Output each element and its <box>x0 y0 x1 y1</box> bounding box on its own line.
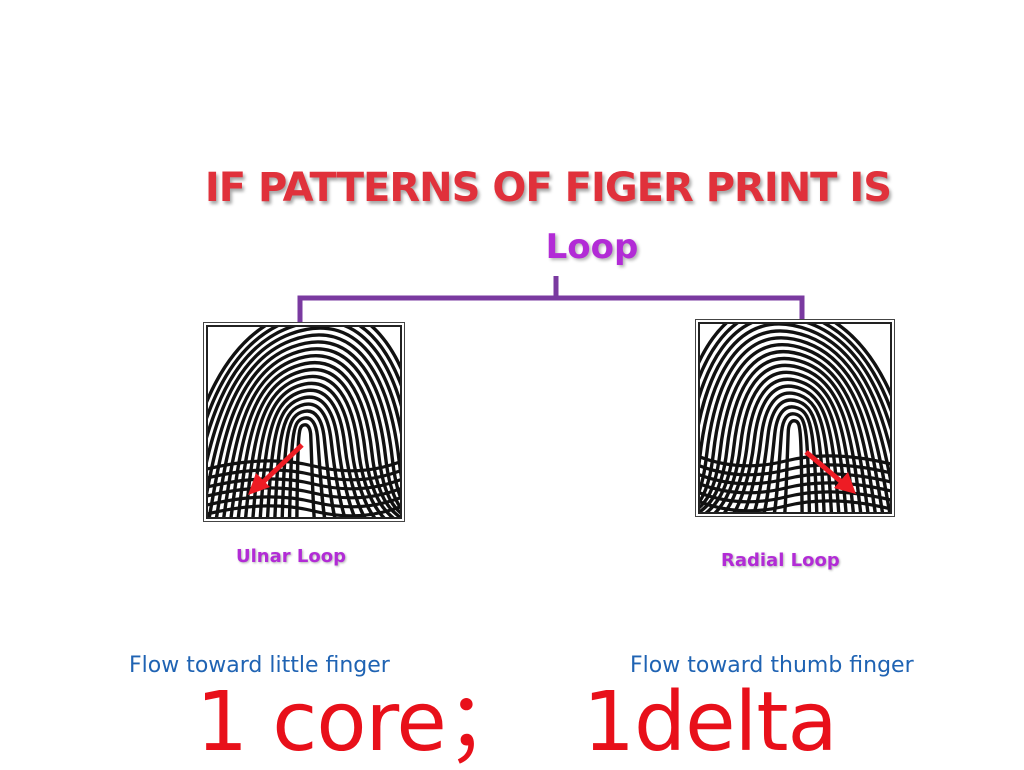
ridge-line <box>208 340 400 517</box>
ridge-line <box>287 416 327 517</box>
ridge-line <box>700 490 890 504</box>
fingerprint-icon <box>208 327 400 517</box>
ridge-line <box>700 356 870 512</box>
ridge-line <box>208 495 400 509</box>
ulnar-loop-label: Ulnar Loop <box>236 546 346 567</box>
flow-left-text: Flow toward little finger <box>129 653 390 678</box>
ridge-line <box>783 419 804 512</box>
ridge-line <box>280 409 337 517</box>
ridge-line <box>208 327 400 404</box>
ridge-line <box>208 327 400 463</box>
radial-loop-label: Radial Loop <box>721 550 840 571</box>
ridge-line <box>273 402 347 517</box>
core-delta-text: 1 core；1delta <box>196 682 838 764</box>
ridge-line <box>722 377 848 512</box>
flow-right-text: Flow toward thumb finger <box>630 653 914 678</box>
ridge-line <box>700 499 890 512</box>
ridge-line <box>208 327 400 420</box>
fingerprint-icon <box>700 324 890 512</box>
ridge-line <box>700 324 890 455</box>
ridge-line <box>700 349 877 512</box>
ridge-line <box>700 343 885 512</box>
ridge-line <box>208 504 400 517</box>
ridge-line <box>713 370 855 512</box>
ridge-line <box>742 391 834 512</box>
ridge-line <box>208 486 400 500</box>
delta-count: 1delta <box>582 675 838 770</box>
ridge-line <box>208 477 400 491</box>
ridge-line <box>700 472 890 486</box>
ridge-line <box>208 327 400 439</box>
branch-bracket <box>297 276 805 325</box>
core-count: 1 core； <box>196 675 528 770</box>
ridge-line <box>208 333 400 496</box>
ridge-line <box>251 381 377 517</box>
ridge-line <box>222 354 400 517</box>
ulnar-loop-print <box>206 325 402 519</box>
slide-title: IF PATTERNS OF FIGER PRINT IS <box>204 165 892 211</box>
ridge-line <box>208 468 400 482</box>
ridge-line <box>700 324 890 413</box>
ridge-line <box>762 405 819 512</box>
ridge-line <box>700 454 890 468</box>
ridge-line <box>700 481 890 495</box>
ridge-line <box>265 395 357 517</box>
radial-loop-print <box>698 322 892 514</box>
ridge-line <box>700 463 890 477</box>
ridge-line <box>700 329 890 486</box>
ridge-line <box>243 374 386 517</box>
ridge-line <box>700 324 890 431</box>
slide-subtitle: Loop <box>545 227 639 267</box>
bracket-bar <box>297 295 805 325</box>
ridge-line <box>700 336 890 512</box>
arrow-down-right-icon <box>804 450 856 494</box>
ridge-line <box>700 324 890 397</box>
ridge-line <box>214 347 400 517</box>
ridge-line <box>208 459 400 473</box>
arrow-down-left-icon <box>248 443 304 495</box>
